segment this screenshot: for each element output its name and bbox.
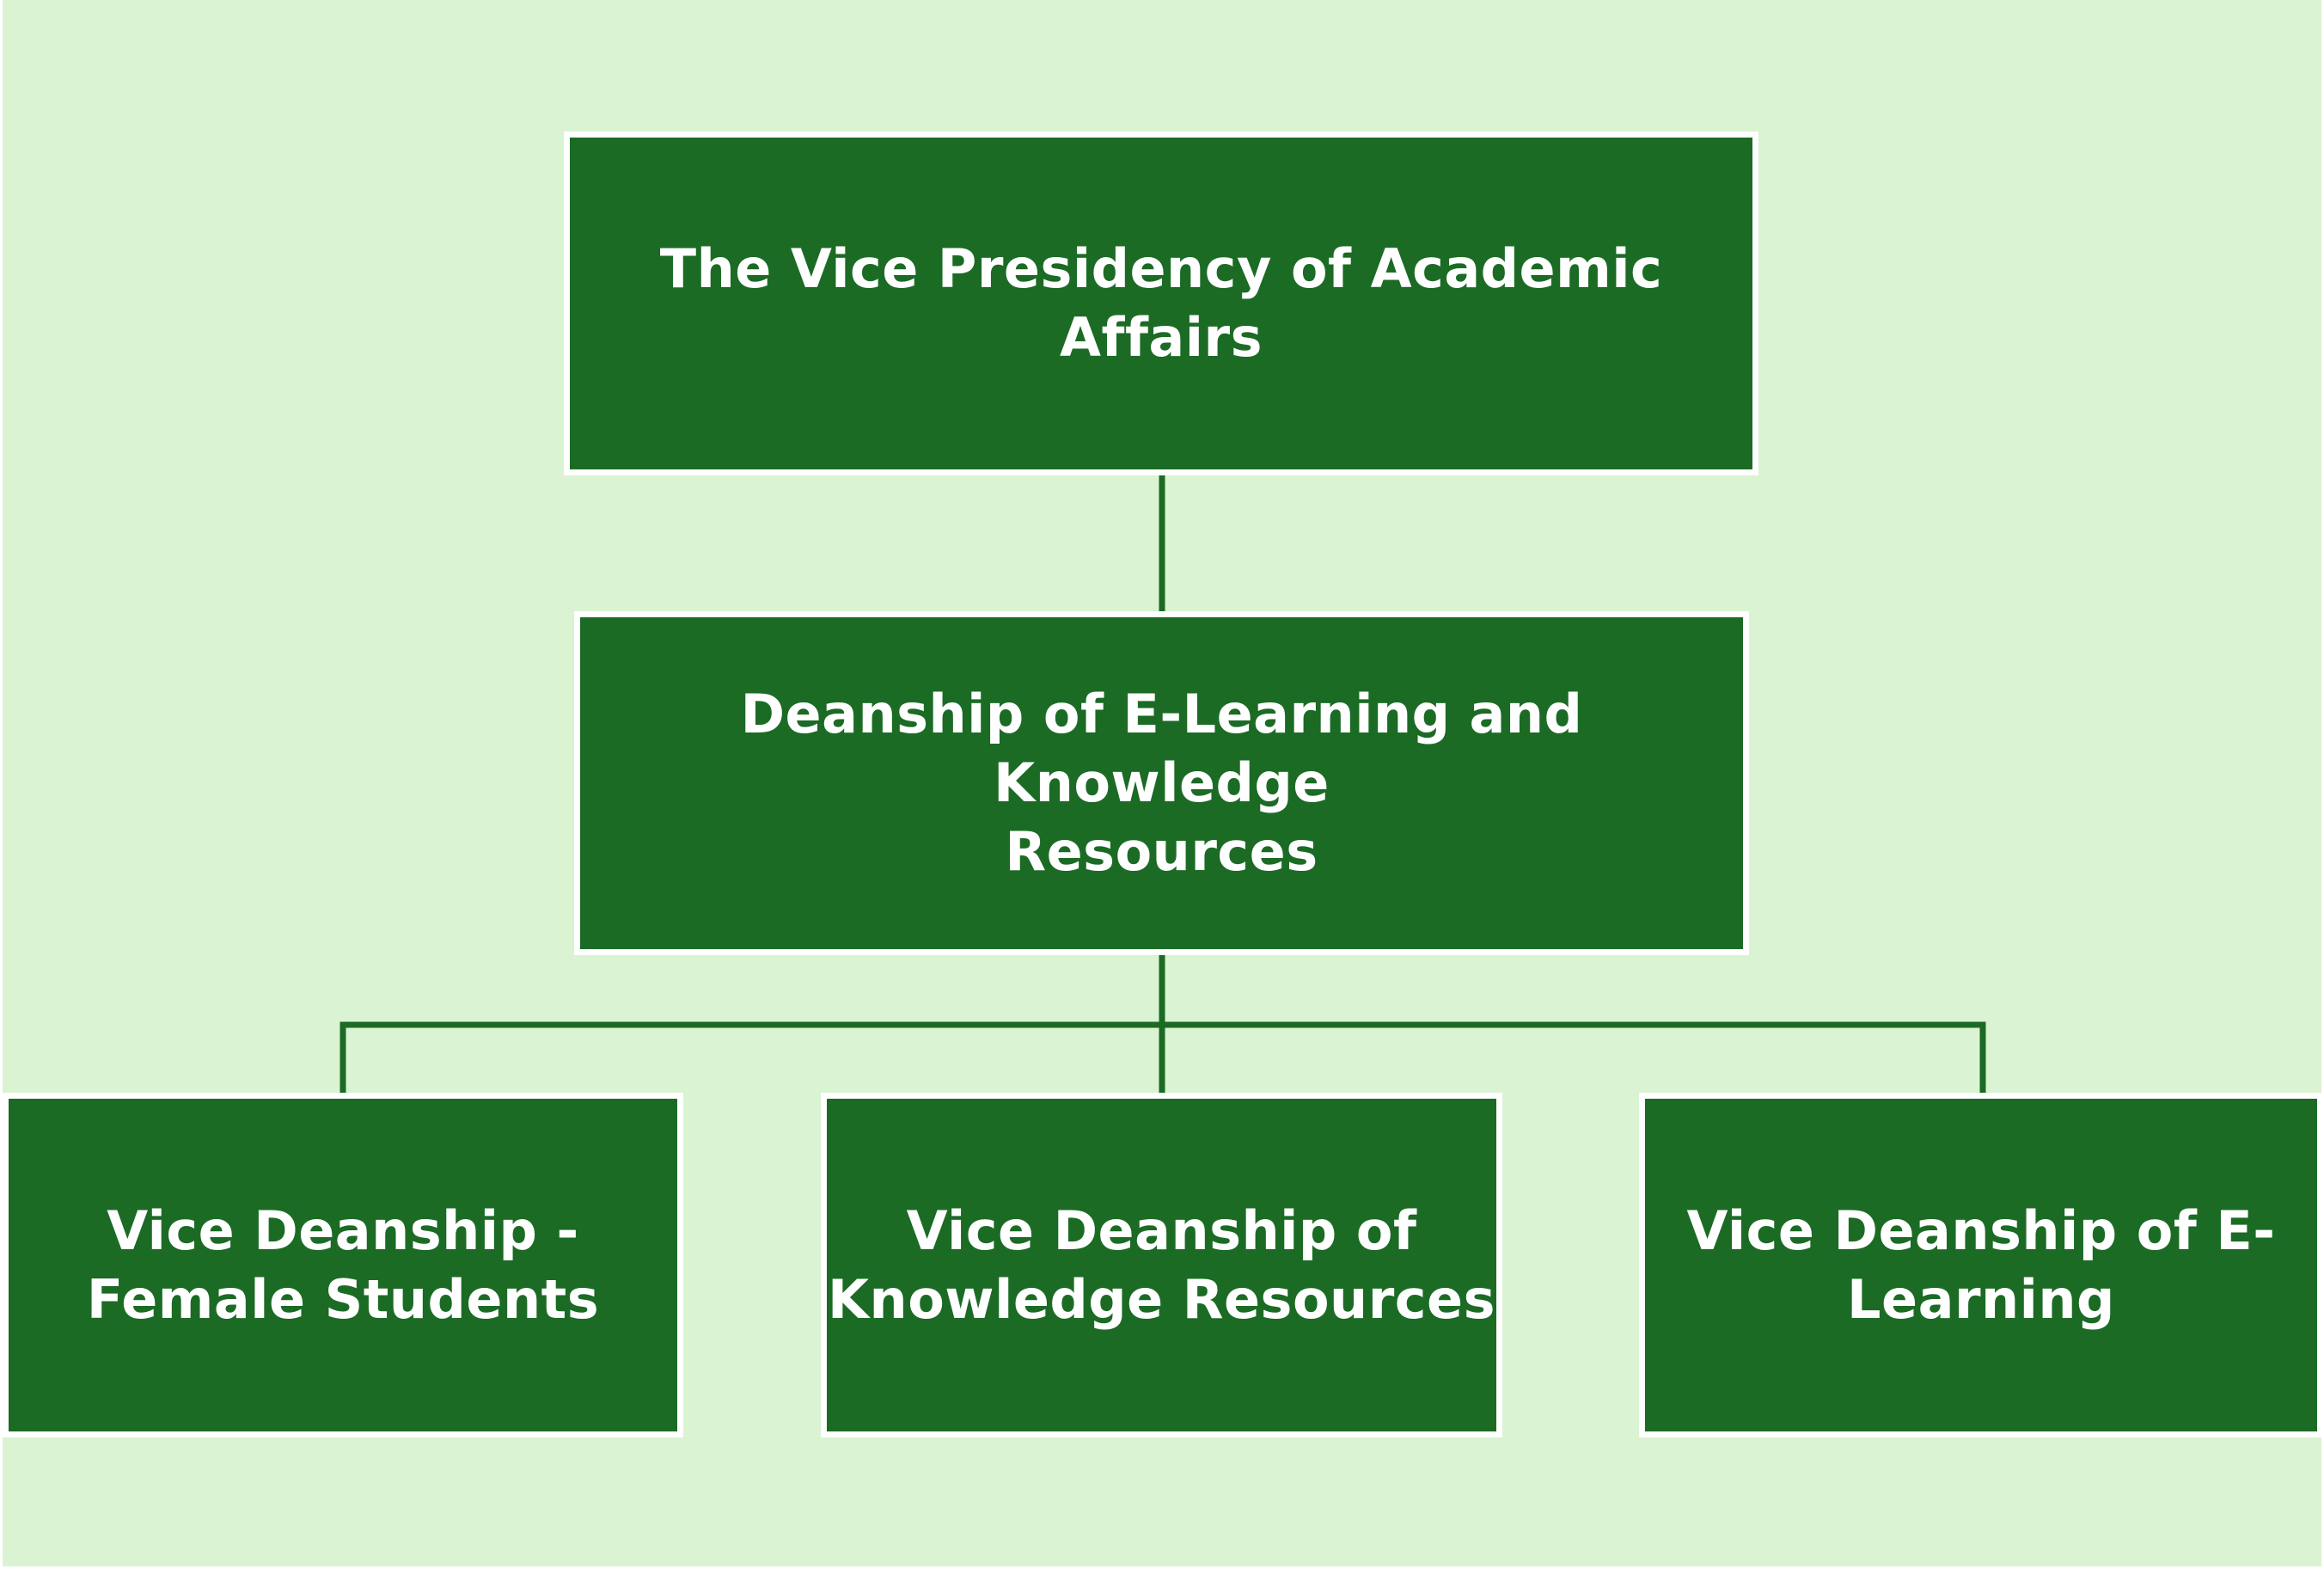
node-vice-presidency-academic-affairs: The Vice Presidency of Academic Affairs [564, 132, 1758, 475]
node-vice-deanship-elearning: Vice Deanship of E- Learning [1639, 1093, 2323, 1437]
node-label: Vice Deanship of Knowledge Resources [828, 1198, 1495, 1331]
node-deanship-elearning-knowledge-resources: Deanship of E-Learning and Knowledge Res… [574, 611, 1749, 955]
node-vice-deanship-female-students: Vice Deanship - Female Students [3, 1093, 683, 1437]
node-label: Deanship of E-Learning and Knowledge Res… [740, 683, 1583, 883]
node-label: Vice Deanship of E- Learning [1686, 1198, 2276, 1331]
node-label: The Vice Presidency of Academic Affairs [659, 237, 1663, 369]
node-label: Vice Deanship - Female Students [86, 1198, 600, 1331]
node-vice-deanship-knowledge-resources: Vice Deanship of Knowledge Resources [821, 1093, 1502, 1437]
connector-branch-bar [339, 1021, 1986, 1093]
